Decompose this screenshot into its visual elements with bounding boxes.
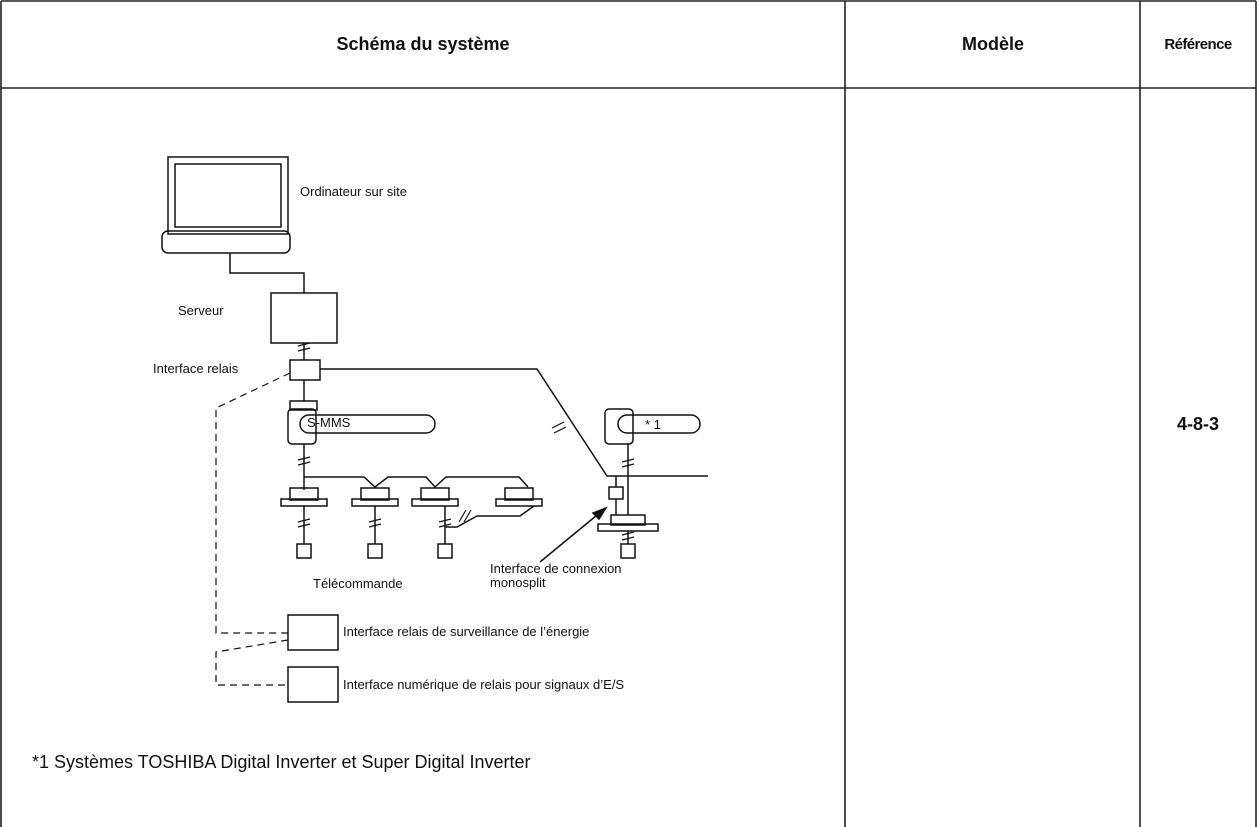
footnote: *1 Systèmes TOSHIBA Digital Inverter et … [32,752,531,772]
relay-box [289,359,321,381]
remote-controllers [296,543,453,559]
monosplit-label: Interface de connexion monosplit [490,562,622,590]
energy-label: Interface relais de surveillance de l’én… [343,624,590,639]
energy-relay-box [287,614,339,651]
star1-outdoor-unit [604,408,701,445]
io-label: Interface numérique de relais pour signa… [343,677,625,692]
server-box [270,292,338,344]
monosplit-interface-box [608,486,624,500]
laptop-icon [161,156,291,254]
relay-network-line [320,368,708,477]
smms-label: S-MMS [307,415,351,430]
header-schema: Schéma du système [336,33,510,54]
star1-label: * 1 [645,417,661,432]
server-label: Serveur [178,303,224,318]
smms-outdoor-unit [287,400,436,445]
refrigerant-branch [304,476,529,489]
dashed-connections [215,372,291,686]
relay-label: Interface relais [153,361,239,376]
remote-label: Télécommande [313,576,403,591]
header-reference: Référence [1164,35,1232,53]
pc-label: Ordinateur sur site [300,184,407,199]
io-relay-box [287,666,339,703]
monosplit-arrow [539,510,603,563]
header-modele: Modèle [961,33,1024,54]
bus-tick-marks [297,342,311,352]
monosplit-label-line1: Interface de connexion [490,561,622,576]
pc-server-wire [229,253,305,293]
indoor-units [280,487,543,507]
monosplit-label-line2: monosplit [490,575,546,590]
remote-group-wire [445,505,535,528]
reference-value: 4-8-3 [1176,414,1220,434]
